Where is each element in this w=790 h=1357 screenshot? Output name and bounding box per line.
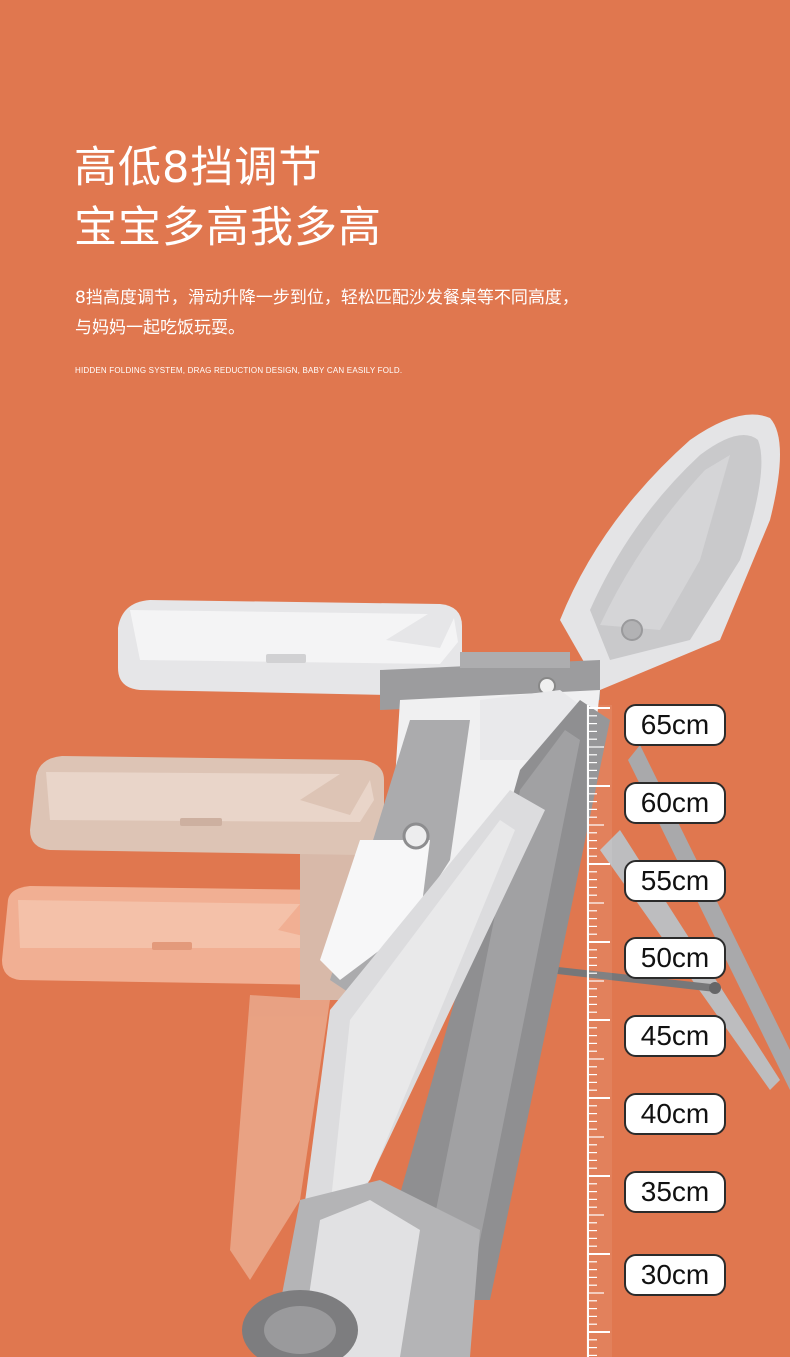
height-label-55cm: 55cm [624, 860, 726, 902]
tray-ghost-low [2, 886, 350, 1280]
height-label-40cm: 40cm [624, 1093, 726, 1135]
height-label-50cm: 50cm [624, 937, 726, 979]
description-line-1: 8挡高度调节，滑动升降一步到位，轻松匹配沙发餐桌等不同高度， [75, 288, 579, 308]
height-label-45cm: 45cm [624, 1015, 726, 1057]
english-caption: HIDDEN FOLDING SYSTEM, DRAG REDUCTION DE… [75, 366, 403, 375]
description: 8挡高度调节，滑动升降一步到位，轻松匹配沙发餐桌等不同高度， 与妈妈一起吃饭玩耍… [75, 283, 579, 343]
description-line-2: 与妈妈一起吃饭玩耍。 [75, 318, 245, 338]
chair-backrest [560, 414, 780, 690]
height-label-30cm: 30cm [624, 1254, 726, 1296]
tray-main [118, 600, 600, 710]
height-ruler[interactable] [586, 705, 612, 1357]
chair-frame [242, 690, 610, 1357]
height-label-35cm: 35cm [624, 1171, 726, 1213]
headline-line-1: 高低8挡调节 [74, 143, 323, 193]
height-label-60cm: 60cm [624, 782, 726, 824]
height-label-65cm: 65cm [624, 704, 726, 746]
headline: 高低8挡调节 宝宝多高我多高 [74, 138, 382, 258]
headline-line-2: 宝宝多高我多高 [74, 203, 382, 253]
